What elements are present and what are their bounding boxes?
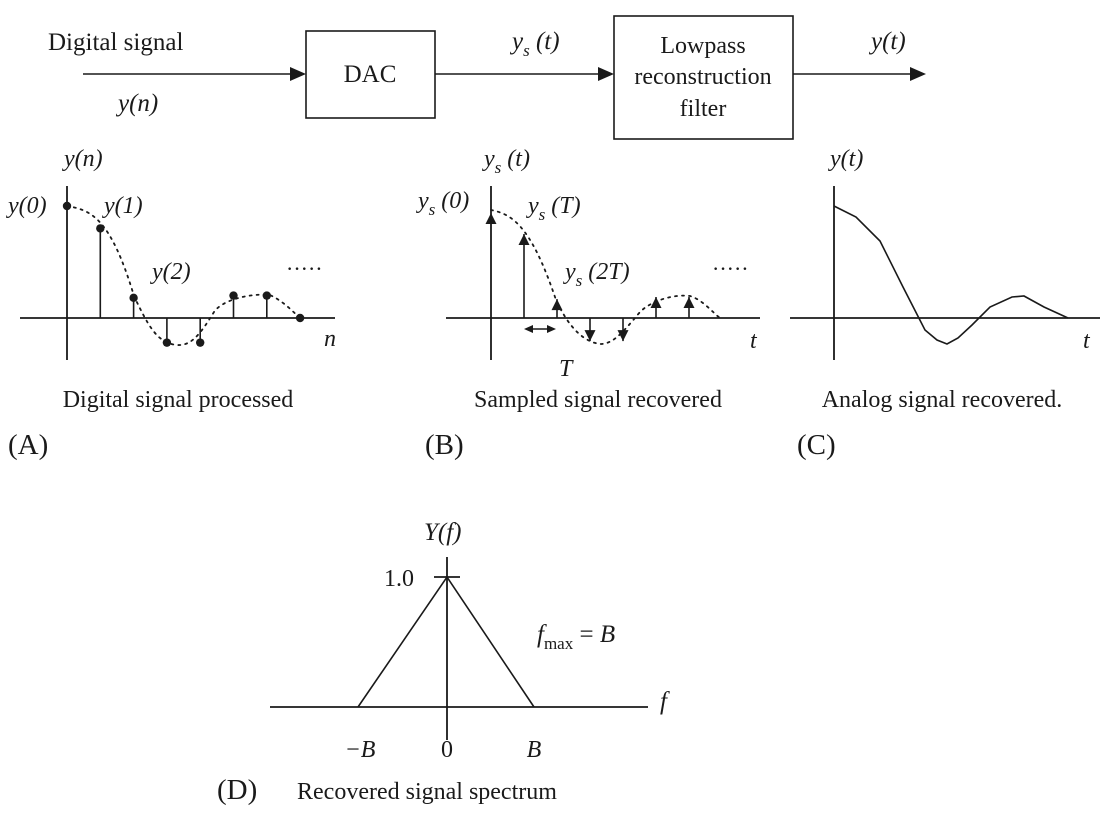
panel-d-tick-b: B [527,737,542,763]
panel-b-impulse-head-3 [584,330,596,342]
panel-c-caption: Analog signal recovered. [822,387,1063,413]
panel-b-stems [485,213,695,342]
panel-b-label-ys0: ys (0) [416,188,469,219]
panel-a-label-y0: y(0) [6,193,47,219]
panel-a-y-axis-label: y(n) [62,146,103,172]
dac-output-arrowhead [598,67,614,81]
panel-b-label-ys2T: ys (2T) [563,259,630,290]
panel-b-tag: (B) [425,429,464,461]
filter-label-line-2: reconstruction [634,64,771,90]
mid-signal-label: ys (t) [509,28,560,60]
period-arrowhead-right [547,325,556,333]
panel-b-x-axis-label: t [750,328,758,354]
period-label: T [559,356,574,382]
panel-d-tick-neg-b: −B [345,737,376,763]
panel-a-sample-dot-1 [96,224,105,233]
panel-b-impulse-head-2 [551,299,563,311]
panel-c-x-axis-label: t [1083,328,1091,354]
panel-b-ellipsis: ····· [712,256,749,281]
panel-d-tick-zero: 0 [441,737,453,763]
panel-b-impulse-head-4 [617,330,629,342]
output-symbol: y(t) [868,28,906,55]
panel-a-label-y1: y(1) [102,193,143,219]
panel-a-sample-dot-2 [129,293,138,303]
dac-label: DAC [344,61,397,88]
output-arrowhead [910,67,926,81]
panel-a-tag: (A) [8,429,48,461]
panel-b-impulse-head-5 [650,297,662,308]
panel-b-envelope [490,209,721,345]
panel-a-caption: Digital signal processed [63,387,294,413]
panel-b-impulse-head-6 [683,297,695,308]
panel-c-analog-signal: y(t) t Analog signal recovered. (C) [790,146,1100,461]
panel-a-sample-dot-7 [295,313,305,323]
panel-d-spectrum: Y(f) f 1.0 fmax = B −B 0 B (D) Recovered… [217,519,670,806]
panel-a-label-y2: y(2) [150,259,191,285]
panel-d-caption: Recovered signal spectrum [297,779,557,805]
panel-c-tag: (C) [797,429,836,461]
block-diagram: Digital signal y(n) DAC ys (t) Lowpass r… [48,15,926,140]
panel-b-y-axis-label: ys (t) [482,146,530,177]
input-symbol: y(n) [115,90,158,117]
panel-a-stems [62,201,305,347]
panel-a-sample-dot-6 [262,291,271,300]
filter-label-line-1: Lowpass [660,33,745,59]
panel-b-impulse-head-0 [485,213,497,224]
panel-a-ellipsis: ····· [286,256,323,281]
panel-c-analog-curve [833,205,1069,345]
lowpass-filter-block [613,15,794,140]
panel-a-digital-signal: y(n) n y(0) y(1) y(2) ····· Digital sign… [6,146,336,461]
panel-a-x-axis-label: n [324,326,336,352]
filter-label-line-3: filter [680,96,727,122]
panel-a-sample-dot-4 [196,338,205,347]
panel-d-annotation: fmax = B [537,621,615,653]
period-arrowhead-left [524,325,533,333]
panel-d-y-axis-label: Y(f) [424,519,462,546]
panel-b-caption: Sampled signal recovered [474,387,722,413]
panel-d-tag: (D) [217,774,257,806]
panel-a-sample-dot-3 [162,338,172,347]
panel-d-peak-label: 1.0 [384,566,414,592]
panel-c-y-axis-label: y(t) [828,146,863,172]
panel-d-triangle [357,575,535,708]
input-arrowhead [290,67,306,81]
panel-b-impulse-head-1 [518,234,530,245]
panel-a-sample-dot-0 [62,201,72,211]
panel-a-sample-dot-5 [229,291,238,300]
panel-b-label-ysT: ys (T) [526,193,581,224]
input-label: Digital signal [48,29,183,56]
panel-d-x-axis-label: f [660,688,670,715]
panel-b-sampled-signal: ys (t) t T ys (0) ys (T) ys (2T) ····· S… [416,146,760,461]
